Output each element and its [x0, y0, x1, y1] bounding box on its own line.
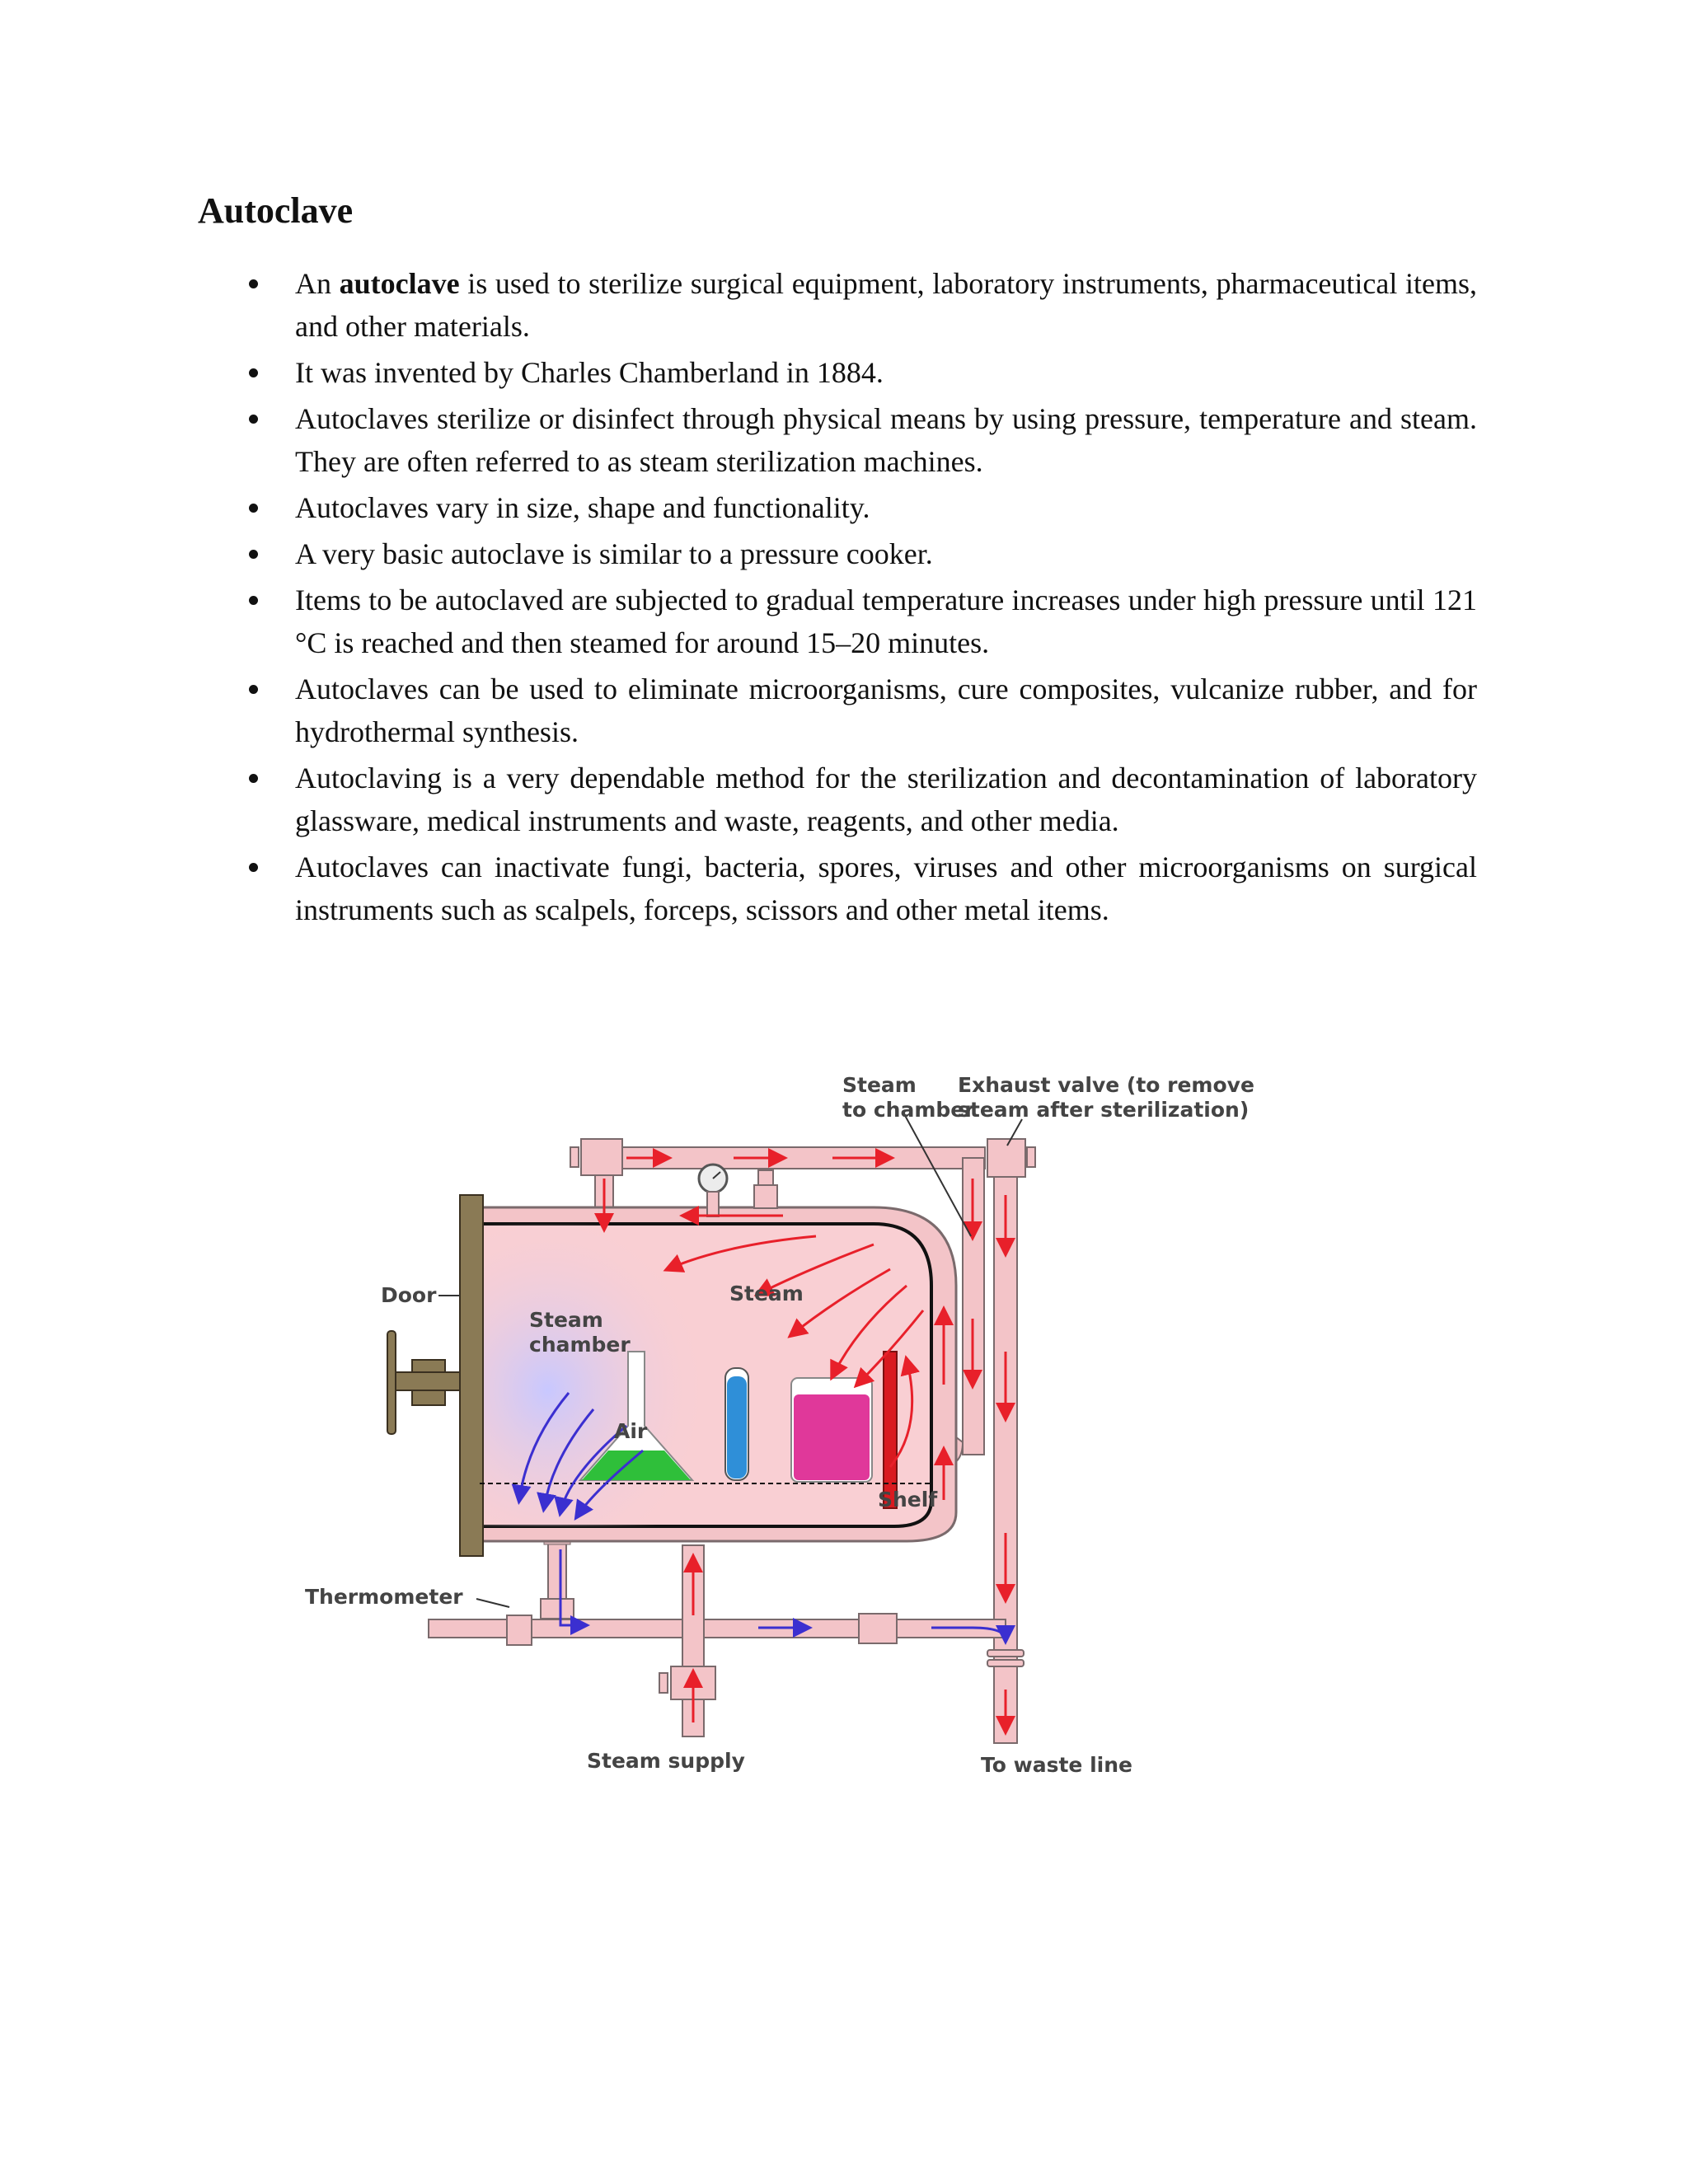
test-tube-liquid	[727, 1376, 747, 1479]
bullet-icon	[249, 685, 258, 694]
label-exhaust-valve: Exhaust valve (to remove	[958, 1073, 1254, 1097]
heating-strip	[883, 1351, 898, 1509]
list-item: A very basic autoclave is similar to a p…	[198, 532, 1477, 575]
door	[459, 1194, 484, 1557]
top-left-valve	[580, 1138, 623, 1176]
thermometer-leader	[476, 1598, 510, 1608]
bullet-icon	[249, 863, 258, 872]
bullet-icon	[249, 415, 258, 424]
steam-supply-valve-cap	[659, 1672, 668, 1694]
thermometer-body	[540, 1598, 574, 1619]
list-item: Items to be autoclaved are subjected to …	[198, 579, 1477, 664]
label-shelf: Shelf	[878, 1488, 938, 1511]
label-steam-to-chamber: Steam	[842, 1073, 917, 1097]
flask-liquid	[582, 1451, 691, 1480]
label-steam-chamber: Steam	[529, 1308, 603, 1332]
autoclave-diagram-svg: Steam to chamber Exhaust valve (to remov…	[305, 1073, 1254, 1777]
bullet-icon	[249, 504, 258, 513]
label-waste-line: To waste line	[981, 1753, 1132, 1777]
label-steam-to-chamber: to chamber	[842, 1098, 975, 1122]
door-handwheel	[387, 1330, 396, 1435]
label-door: Door	[381, 1283, 437, 1307]
flask	[578, 1351, 695, 1481]
bullet-list: An autoclave is used to sterilize surgic…	[198, 262, 1477, 935]
beaker-liquid	[794, 1394, 870, 1480]
bullet-icon	[249, 596, 258, 605]
door-handle-shaft	[395, 1371, 461, 1391]
thermometer-probe	[506, 1615, 532, 1646]
list-item: It was invented by Charles Chamberland i…	[198, 351, 1477, 394]
exhaust-valve-cap	[1026, 1146, 1036, 1168]
list-item: Autoclaving is a very dependable method …	[198, 757, 1477, 842]
gauge-needle	[712, 1171, 721, 1179]
bullet-icon	[249, 550, 258, 559]
label-air: Air	[614, 1419, 648, 1443]
label-steam: Steam	[729, 1282, 804, 1305]
steam-flow-arrows	[594, 1148, 1015, 1736]
list-item: Autoclaves vary in size, shape and funct…	[198, 486, 1477, 529]
label-steam-supply: Steam supply	[587, 1749, 745, 1773]
label-thermometer: Thermometer	[305, 1585, 463, 1609]
list-item: Autoclaves sterilize or disinfect throug…	[198, 397, 1477, 483]
exhaust-valve	[987, 1138, 1026, 1178]
document-title: Autoclave	[198, 190, 354, 231]
bullet-icon	[249, 368, 258, 377]
bullet-icon	[249, 774, 258, 783]
waste-line-coupling	[987, 1649, 1025, 1657]
gauge-stem	[706, 1191, 720, 1217]
list-item: An autoclave is used to sterilize surgic…	[198, 262, 1477, 348]
steam-to-chamber-leader	[902, 1110, 972, 1237]
top-left-valve-cap	[570, 1146, 579, 1168]
autoclave-diagram: Steam to chamber Exhaust valve (to remov…	[297, 1038, 1451, 1788]
safety-valve-top	[757, 1169, 774, 1186]
waste-line-coupling	[987, 1659, 1025, 1667]
label-exhaust-valve: steam after sterilization)	[958, 1098, 1249, 1122]
label-steam-chamber: chamber	[529, 1333, 631, 1357]
list-item: Autoclaves can inactivate fungi, bacteri…	[198, 846, 1477, 931]
drain-valve	[858, 1613, 898, 1644]
bullet-icon	[249, 279, 258, 288]
list-item: Autoclaves can be used to eliminate micr…	[198, 668, 1477, 753]
exhaust-leader	[1006, 1118, 1023, 1146]
safety-valve	[753, 1184, 778, 1209]
air-flow-arrows	[511, 1392, 1015, 1645]
